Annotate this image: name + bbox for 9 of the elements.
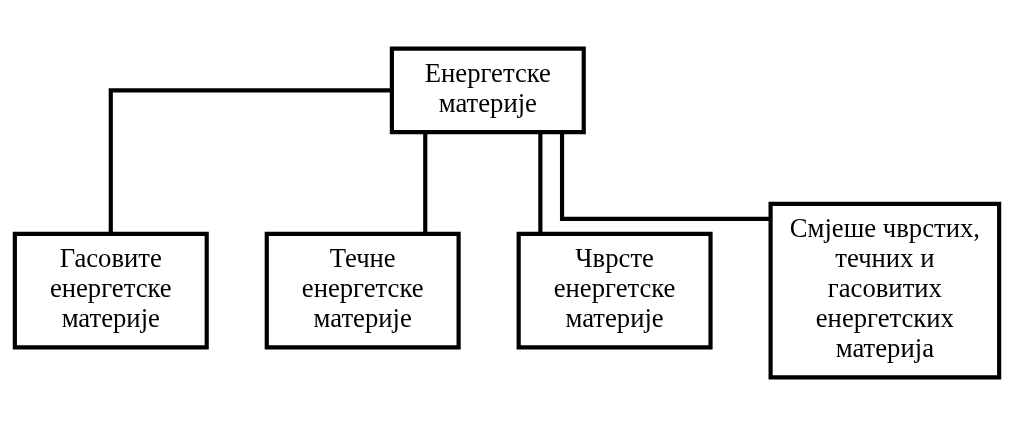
node-box: Гасовите енергетске материје <box>12 231 209 349</box>
connector <box>559 131 771 221</box>
connector <box>423 131 428 233</box>
connector <box>108 87 392 234</box>
node-box: Течне енергетске материје <box>264 231 461 349</box>
node-box: Смјеше чврстих, течних и гасовитих енергетских материја <box>768 201 1002 379</box>
connector <box>538 131 543 233</box>
node-box: Чврсте енергетске материје <box>516 231 713 349</box>
node-box: Енергетске материје <box>389 46 586 134</box>
